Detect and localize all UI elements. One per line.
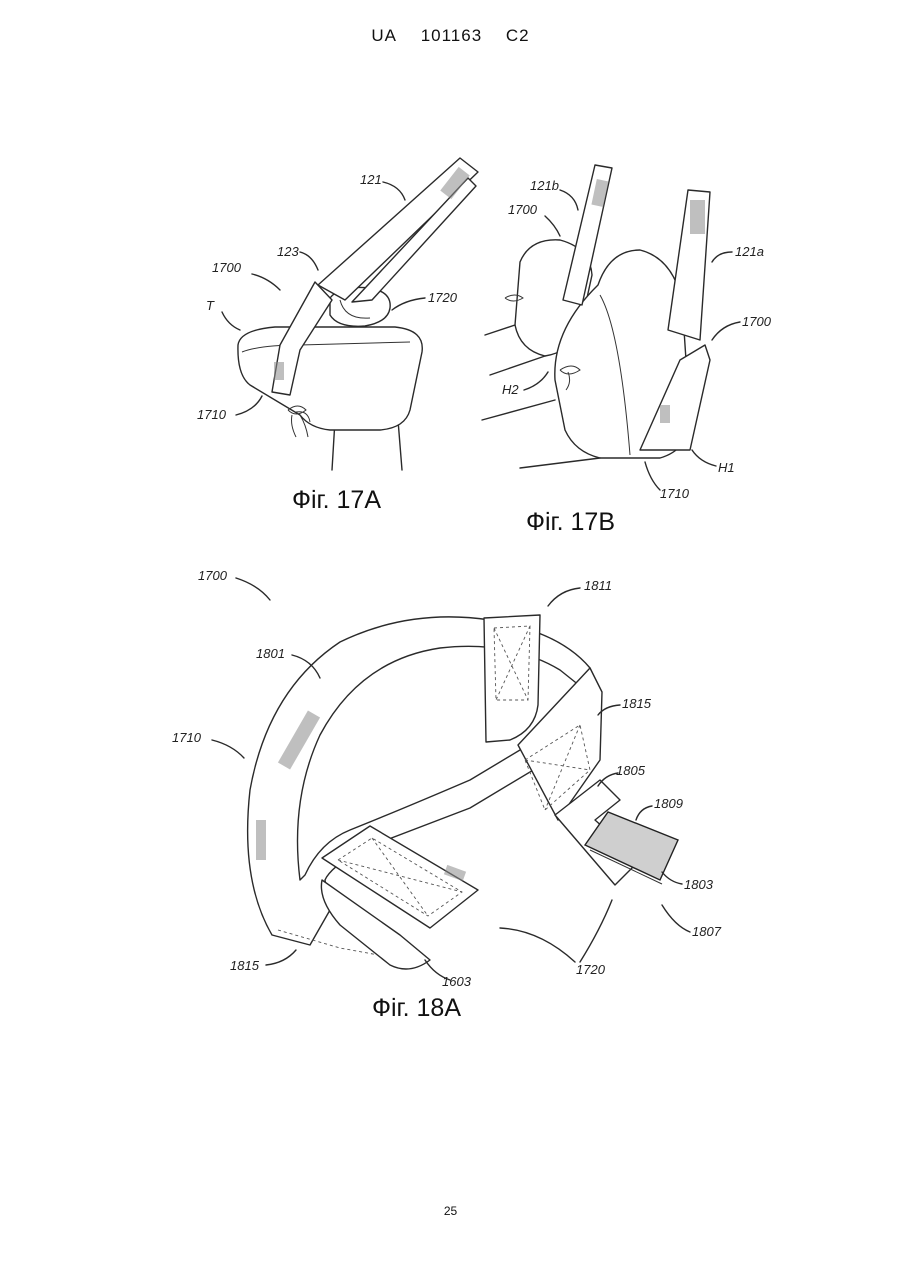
leader-1815b bbox=[266, 950, 296, 965]
leader-1710-18a bbox=[212, 740, 244, 758]
leader-1700-18a bbox=[236, 578, 270, 600]
label-1700-17b-a: 1700 bbox=[508, 202, 538, 217]
caption-fig17b: Фіг. 17B bbox=[526, 508, 615, 536]
label-1811: 1811 bbox=[584, 578, 612, 593]
tab-1811 bbox=[484, 615, 540, 742]
figure-17a: 121 123 1700 1720 T 1710 Фіг. 17A bbox=[197, 158, 478, 514]
leader-1720 bbox=[392, 298, 425, 310]
label-1803-a: 1803 bbox=[684, 877, 714, 892]
label-1801: 1801 bbox=[256, 646, 285, 661]
label-123: 123 bbox=[277, 244, 299, 259]
label-H2: H2 bbox=[502, 382, 519, 397]
label-1700-18a: 1700 bbox=[198, 568, 228, 583]
leader-121a bbox=[712, 252, 732, 262]
figure-17b: 121b 1700 121a 1700 H2 H1 1710 Фіг. 17B bbox=[482, 165, 772, 536]
leader-1803a bbox=[662, 872, 682, 884]
label-T: T bbox=[206, 298, 215, 313]
leader-1720-b bbox=[580, 900, 612, 962]
label-1815-b: 1815 bbox=[230, 958, 260, 973]
label-1720-18a: 1720 bbox=[576, 962, 606, 977]
leader-121b bbox=[560, 190, 578, 210]
label-1807: 1807 bbox=[692, 924, 722, 939]
label-1809: 1809 bbox=[654, 796, 683, 811]
leader-1710 bbox=[236, 396, 262, 415]
leader-H1 bbox=[692, 450, 716, 466]
leader-1700b bbox=[712, 322, 740, 340]
leader-123 bbox=[300, 252, 318, 270]
caption-fig18a: Фіг. 18A bbox=[372, 994, 461, 1022]
leader-1710-17b bbox=[645, 462, 660, 490]
label-1710-18a: 1710 bbox=[172, 730, 202, 745]
label-1815-a: 1815 bbox=[622, 696, 652, 711]
label-1700-17b-b: 1700 bbox=[742, 314, 772, 329]
label-121b: 121b bbox=[530, 178, 559, 193]
label-1603: 1603 bbox=[442, 974, 472, 989]
leader-1720-a bbox=[500, 928, 575, 962]
page-number: 25 bbox=[0, 1204, 901, 1218]
label-1710-17b: 1710 bbox=[660, 486, 690, 501]
leader-1700a bbox=[545, 216, 560, 236]
caption-fig17a: Фіг. 17A bbox=[292, 486, 381, 514]
leader-1811 bbox=[548, 588, 580, 606]
leader-1700 bbox=[252, 274, 280, 290]
leader-T bbox=[222, 312, 240, 330]
label-1720: 1720 bbox=[428, 290, 458, 305]
band-mark-2 bbox=[256, 820, 266, 860]
label-1710: 1710 bbox=[197, 407, 227, 422]
leader-1809 bbox=[636, 806, 652, 820]
leader-H2 bbox=[524, 372, 548, 390]
label-H1: H1 bbox=[718, 460, 735, 475]
label-121: 121 bbox=[360, 172, 382, 187]
leader-1807 bbox=[662, 905, 690, 932]
strap-121a-velcro bbox=[690, 200, 705, 234]
figure-18a: 1700 1811 1801 1815 1710 1805 1809 1803 … bbox=[172, 568, 722, 1022]
label-1700: 1700 bbox=[212, 260, 242, 275]
heel-band-17b-mark bbox=[660, 405, 670, 423]
leader-121 bbox=[383, 182, 405, 200]
label-1805: 1805 bbox=[616, 763, 646, 778]
label-121a: 121a bbox=[735, 244, 764, 259]
heel-band-mark bbox=[274, 362, 284, 380]
